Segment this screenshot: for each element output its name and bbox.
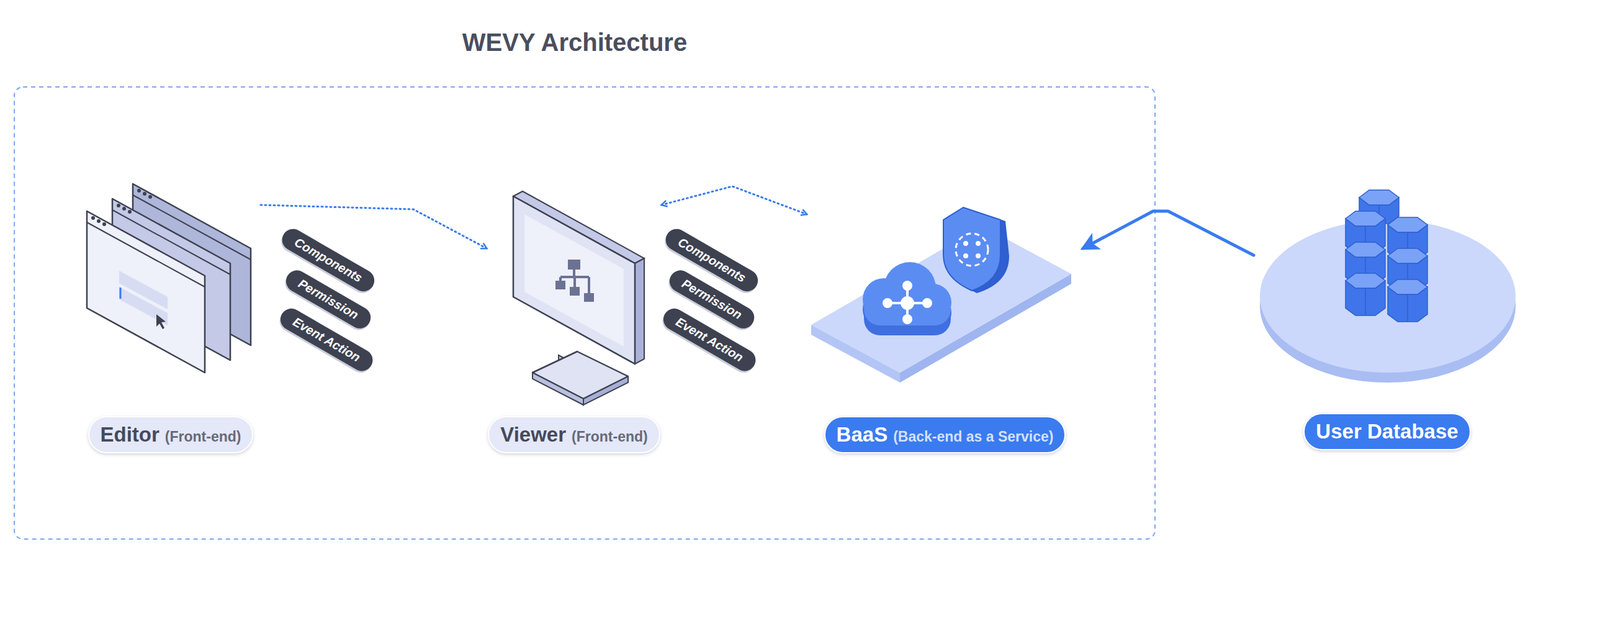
diagram-title: WEVY Architecture — [462, 28, 688, 57]
component-node: Viewer(Front-end) — [486, 186, 661, 454]
label-pill: Editor (Front-end) — [88, 415, 254, 454]
component-node: Editor (Front-end) — [80, 179, 261, 454]
database-block-top — [1345, 242, 1386, 257]
database-block-top — [1387, 279, 1428, 295]
database-block-top — [1359, 189, 1399, 205]
node-title: User Database — [1315, 419, 1458, 444]
label-pill: BaaS(Back-end as a Service) — [824, 415, 1067, 454]
component-node: User Database — [1253, 204, 1521, 450]
label-pill: User Database — [1303, 412, 1471, 450]
database-block-edge — [1406, 294, 1409, 322]
node-subtitle: (Back-end as a Service) — [893, 428, 1054, 445]
connector — [661, 186, 807, 215]
database-illustration — [1259, 189, 1516, 383]
region-outline — [14, 86, 1156, 539]
node-title: Viewer — [500, 422, 567, 447]
label-pill: Viewer(Front-end) — [487, 415, 660, 454]
database-block-top — [1387, 248, 1428, 264]
database-block-top — [1345, 273, 1386, 288]
database-block-top — [1387, 217, 1428, 233]
baas-illustration — [811, 207, 1072, 383]
database-block-edge — [1364, 287, 1367, 316]
node-subtitle: (Front-end) — [165, 428, 242, 445]
editor-illustration — [86, 183, 251, 373]
node-title: BaaS — [836, 422, 889, 447]
connector — [1083, 211, 1254, 256]
node-subtitle: (Front-end) — [571, 428, 648, 445]
database-block-top — [1345, 211, 1386, 226]
node-title: Editor — [100, 422, 160, 447]
component-node: BaaS(Back-end as a Service) — [806, 198, 1084, 454]
viewer-illustration — [513, 191, 645, 405]
